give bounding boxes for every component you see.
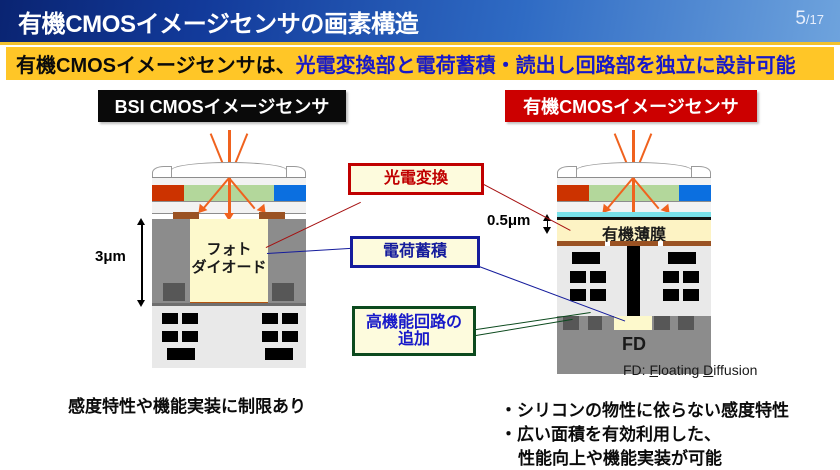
wiring-block	[570, 289, 586, 301]
section-header-bsi: BSI CMOSイメージセンサ	[98, 90, 346, 122]
wiring-block	[262, 331, 278, 342]
bottom-electrode-left	[557, 241, 605, 246]
wiring-block	[262, 313, 278, 324]
title-underline-rule	[0, 42, 840, 45]
bottom-electrode-center	[610, 241, 658, 246]
wiring-block-wide	[668, 252, 696, 264]
wiring-block-wide	[572, 252, 600, 264]
wiring-block	[683, 271, 699, 283]
page-number-current: 5	[795, 8, 806, 29]
organic-thickness-arrow-down	[543, 227, 551, 234]
page-title: 有機CMOSイメージセンサの画素構造	[18, 11, 419, 38]
color-filter-blue	[679, 185, 711, 201]
organic-thin-film-layer	[557, 220, 711, 241]
silicon-bottom-edge	[152, 303, 306, 306]
wiring-block	[282, 313, 298, 324]
fd-footnote-iffusion: iffusion	[713, 362, 758, 378]
wiring-block	[282, 331, 298, 342]
wiring-block	[663, 271, 679, 283]
wiring-block-wide	[167, 348, 195, 360]
conclusion-left: 感度特性や機能実装に制限あり	[68, 397, 306, 416]
microlens-left	[557, 166, 577, 177]
subtitle-text-black: 有機CMOSイメージセンサは、	[16, 55, 296, 77]
fd-footnote-loating: loating	[658, 362, 704, 378]
light-ray-focus-center	[632, 178, 635, 216]
wiring-block	[590, 289, 606, 301]
sti-block	[678, 316, 694, 330]
conclusion-right-line2: ・広い面積を有効利用した、	[500, 425, 721, 444]
photodiode-region	[190, 219, 268, 305]
wiring-block	[570, 271, 586, 283]
metal-pad-left	[173, 212, 199, 219]
light-ray-center-in	[632, 130, 635, 178]
fd-footnote-f: F	[649, 362, 659, 378]
contact-plug	[627, 246, 640, 316]
sti-block	[588, 316, 602, 330]
metal-pad-right	[259, 212, 285, 219]
callout-high-function-line2: 追加	[397, 331, 430, 348]
callout-high-function-circuit[interactable]: 高機能回路の 追加	[352, 306, 476, 356]
wiring-block	[663, 289, 679, 301]
section-header-organic: 有機CMOSイメージセンサ	[505, 90, 757, 122]
callout-photoelectric-conversion[interactable]: 光電変換	[348, 163, 484, 195]
transistor-block-right	[272, 283, 294, 301]
wiring-block	[162, 331, 178, 342]
color-filter-red	[557, 185, 589, 201]
thickness-label-3um: 3μm	[95, 248, 126, 265]
thickness-label-05um: 0.5μm	[487, 212, 531, 229]
microlens-center	[171, 162, 287, 178]
microlens-right	[286, 166, 306, 177]
color-filter-blue	[274, 185, 306, 201]
color-filter-red	[152, 185, 184, 201]
photodiode-label-line2: ダイオード	[191, 259, 267, 276]
wiring-block-wide	[265, 348, 293, 360]
light-arrow-center	[224, 213, 234, 221]
fd-label: FD	[622, 334, 646, 354]
conclusion-right-line3: 性能向上や機能実装が可能	[518, 449, 722, 468]
organic-thickness-line	[546, 219, 549, 228]
photodiode-label-line1: フォト	[206, 241, 252, 258]
fd-footnote-d: D	[703, 362, 714, 378]
callout-high-function-line1: 高機能回路の	[365, 313, 462, 331]
thickness-arrow-up	[137, 218, 145, 225]
fd-footnote-prefix: FD:	[623, 362, 650, 378]
wiring-block	[162, 313, 178, 324]
bottom-electrode-right	[663, 241, 711, 246]
wiring-block	[182, 313, 198, 324]
sti-block	[654, 316, 670, 330]
wiring-block	[683, 289, 699, 301]
light-ray-focus-center	[228, 178, 231, 216]
microlens-right	[691, 166, 711, 177]
page-number-total: /17	[805, 12, 824, 27]
page-indicator: 5/17	[795, 8, 824, 30]
light-ray-center-in	[228, 130, 231, 178]
transistor-block-left	[163, 283, 185, 301]
conclusion-right-line1: ・シリコンの物性に依らない感度特性	[500, 401, 789, 420]
title-bar: 有機CMOSイメージセンサの画素構造 5/17	[0, 0, 840, 42]
transparent-electrode-layer	[557, 212, 711, 217]
wiring-block	[590, 271, 606, 283]
microlens-center	[576, 162, 692, 178]
microlens-left	[152, 166, 172, 177]
subtitle-band: 有機CMOSイメージセンサは、光電変換部と電荷蓄積・読出し回路部を独立に設計可能	[6, 47, 834, 80]
fd-footnote: FD: Floating Diffusion	[623, 362, 757, 378]
thickness-arrow-down	[137, 300, 145, 307]
thickness-dimension-line	[141, 224, 143, 302]
organic-film-label: 有機薄膜	[601, 227, 666, 244]
callout-charge-accumulation[interactable]: 電荷蓄積	[350, 236, 480, 268]
wiring-block	[182, 331, 198, 342]
organic-film-top-electrode	[557, 217, 711, 220]
subtitle-text-blue: 光電変換部と電荷蓄積・読出し回路部を独立に設計可能	[295, 55, 796, 77]
